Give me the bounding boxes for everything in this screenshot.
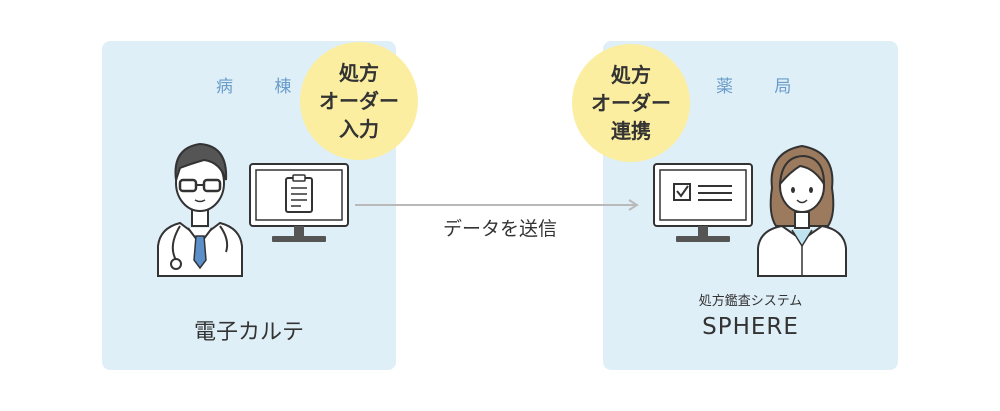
monitor-checklist-icon (653, 163, 753, 242)
arrow-right-icon (355, 199, 639, 211)
arrow-label: データを送信 (442, 218, 557, 240)
bubble-line: 処方 (611, 63, 651, 87)
order-link-bubble: 処方 オーダー 連携 (572, 44, 690, 162)
bubble-line: 入力 (339, 117, 379, 141)
monitor-clipboard-icon (249, 163, 349, 242)
ehr-caption: 電子カルテ (193, 320, 304, 345)
ward-label: 病 棟 (216, 77, 310, 97)
doctor-icon (157, 142, 243, 277)
bubble-line: オーダー (319, 89, 399, 113)
pharmacy-label: 薬 局 (716, 77, 810, 97)
order-input-bubble: 処方 オーダー 入力 (300, 42, 418, 160)
system-subcaption: 処方鑑査システム (698, 294, 803, 309)
bubble-line: 処方 (339, 61, 379, 85)
system-caption: SPHERE (702, 314, 799, 340)
bubble-line: オーダー (591, 91, 671, 115)
bubble-line: 連携 (611, 119, 651, 143)
pharmacist-icon (757, 144, 847, 277)
